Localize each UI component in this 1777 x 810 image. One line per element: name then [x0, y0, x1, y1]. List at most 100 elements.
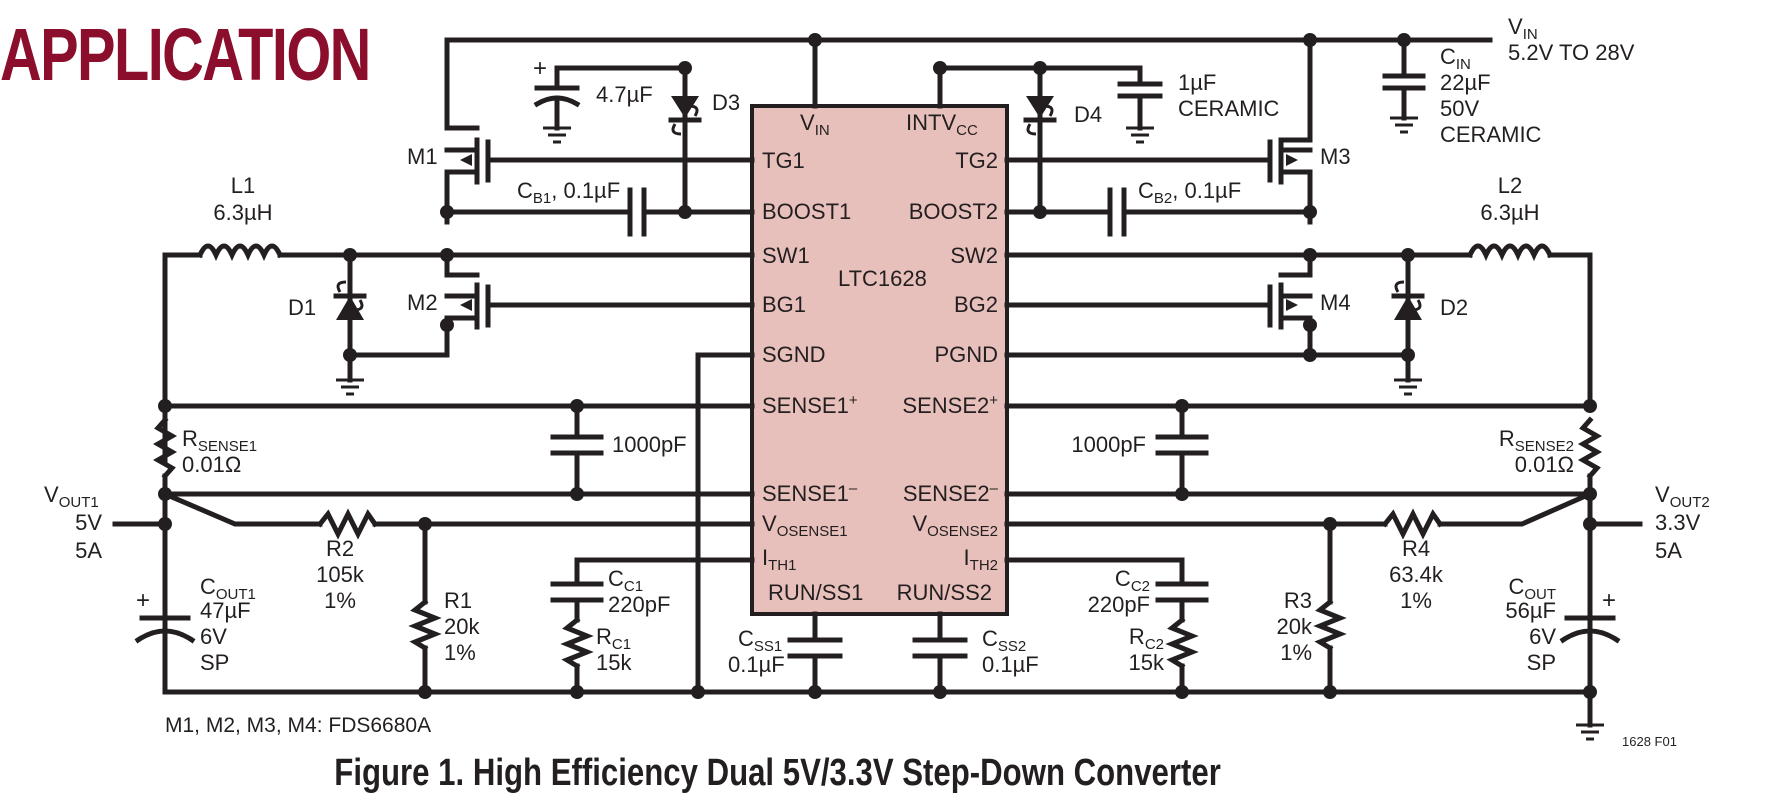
r3-tol: 1%: [1280, 640, 1312, 665]
figure-caption: Figure 1. High Efficiency Dual 5V/3.3V S…: [0, 752, 1555, 795]
pgnd-net: [1004, 348, 1411, 362]
rsense2-value: 0.01Ω: [1515, 452, 1574, 477]
ic-pin-bg2: BG2: [954, 292, 998, 317]
rc2-value: 15k: [1129, 650, 1165, 675]
ic-pin-runss1: RUN/SS1: [768, 580, 863, 605]
css2-label: CSS2: [982, 626, 1026, 655]
rc1-label: RC1: [596, 624, 631, 653]
r3-name: R3: [1284, 588, 1312, 613]
rsense1-value: 0.01Ω: [182, 452, 241, 477]
rsense2-label: RSENSE2: [1499, 426, 1574, 455]
r2-resistor: [316, 508, 755, 540]
boost1-net: [440, 187, 755, 237]
r4-value: 63.4k: [1389, 562, 1444, 587]
d4-label: D4: [1074, 102, 1102, 127]
d3-diode: [668, 65, 702, 213]
cin-capacitor: [1382, 37, 1426, 134]
r3-value: 20k: [1277, 614, 1313, 639]
sgnd-net: [695, 352, 755, 693]
ic-pin-sense1m: SENSE1–: [762, 480, 858, 506]
rsense1-resistor: [152, 416, 178, 495]
ith2-net: [1004, 557, 1209, 695]
ic-pin-sgnd: SGND: [762, 342, 826, 367]
cout2-capacitor: [1559, 615, 1621, 695]
ic-body: [750, 104, 1009, 616]
ic-pin-sense2m: SENSE2–: [903, 480, 999, 506]
ic-pin-vosense2: VOSENSE2: [912, 511, 998, 540]
cap-4p7uf-label: 4.7µF: [596, 82, 653, 107]
r4-name: R4: [1402, 536, 1430, 561]
rc2-label: RC2: [1129, 624, 1164, 653]
vout2-voltage: 3.3V: [1655, 510, 1701, 535]
r3-resistor: [1313, 521, 1347, 695]
r4-tol: 1%: [1400, 588, 1432, 613]
c1000-left-label: 1000pF: [612, 432, 687, 457]
m3-label: M3: [1320, 144, 1351, 169]
d4-diode: [1023, 96, 1057, 213]
cc2-label: CC2: [1115, 566, 1150, 595]
ic-pin-sw1: SW1: [762, 243, 810, 268]
vout1-label: VOUT1: [44, 482, 99, 511]
r1-name: R1: [444, 588, 472, 613]
m3-mosfet: [1267, 127, 1313, 225]
css2-value: 0.1µF: [982, 652, 1039, 677]
cout2-voltage: 6V: [1529, 624, 1556, 649]
r1-value: 20k: [444, 614, 480, 639]
m4-mosfet: [1004, 252, 1317, 358]
boost2-net: [1004, 187, 1317, 237]
r1-resistor: [408, 521, 442, 695]
cap-1uf: [1117, 65, 1163, 144]
ic-pin-vin: VIN: [800, 110, 830, 139]
mosfet-footnote: M1, M2, M3, M4: FDS6680A: [165, 714, 431, 737]
cout1-plus: +: [136, 587, 150, 614]
css2-capacitor: [912, 611, 968, 695]
cin-label: CIN: [1440, 44, 1471, 73]
cc2-value: 220pF: [1088, 592, 1150, 617]
cb2-label: CB2, 0.1µF: [1138, 178, 1241, 207]
ground-rail: [162, 685, 1604, 741]
cout2-value: 56µF: [1505, 598, 1556, 623]
d2-diode: [1391, 252, 1425, 396]
css1-capacitor: [787, 611, 843, 695]
l2-value: 6.3µH: [1480, 200, 1539, 225]
rsense1-label: RSENSE1: [182, 426, 257, 455]
r2-value: 105k: [316, 562, 365, 587]
r2-name: R2: [326, 536, 354, 561]
css1-label: CSS1: [738, 626, 782, 655]
vout2-label: VOUT2: [1655, 482, 1710, 511]
section-heading: APPLICATION: [0, 13, 371, 96]
c1000-right-label: 1000pF: [1071, 432, 1146, 457]
rsense2-resistor: [1577, 416, 1603, 497]
cout1-capacitor: [134, 615, 196, 695]
ic-pin-sense2p: SENSE2+: [902, 392, 998, 418]
cout1-type: SP: [200, 650, 229, 675]
c1000-right: [1155, 403, 1209, 497]
sense2m-net: [1004, 487, 1597, 501]
cb1-label: CB1, 0.1µF: [517, 178, 620, 207]
ic-pin-boost2: BOOST2: [909, 199, 998, 224]
m1-label: M1: [407, 144, 438, 169]
sense2p-net: [1004, 399, 1597, 413]
ic-pin-tg1: TG1: [762, 148, 805, 173]
ic-pin-sw2: SW2: [950, 243, 998, 268]
vin-range: 5.2V TO 28V: [1508, 40, 1635, 65]
sense1m-net: [158, 487, 755, 501]
cout1-value: 47µF: [200, 598, 251, 623]
cap-1uf-label: 1µF: [1178, 70, 1216, 95]
d1-label: D1: [288, 295, 316, 320]
intvcc-net: [933, 61, 1143, 109]
ic-pin-vosense1: VOSENSE1: [762, 511, 848, 540]
vout1-voltage: 5V: [75, 510, 102, 535]
vout1-current: 5A: [75, 538, 102, 563]
cc1-label: CC1: [608, 566, 643, 595]
ic-pin-boost1: BOOST1: [762, 199, 851, 224]
cap-1uf-type: CERAMIC: [1178, 96, 1280, 121]
l1-name: L1: [231, 173, 255, 198]
figure-caption-text: Figure 1. High Efficiency Dual 5V/3.3V S…: [334, 752, 1221, 794]
m2-label: M2: [407, 290, 438, 315]
cout1-label: COUT1: [200, 574, 256, 603]
cout2-plus: +: [1602, 587, 1616, 614]
sense1p-net: [158, 399, 755, 413]
cout1-voltage: 6V: [200, 624, 227, 649]
